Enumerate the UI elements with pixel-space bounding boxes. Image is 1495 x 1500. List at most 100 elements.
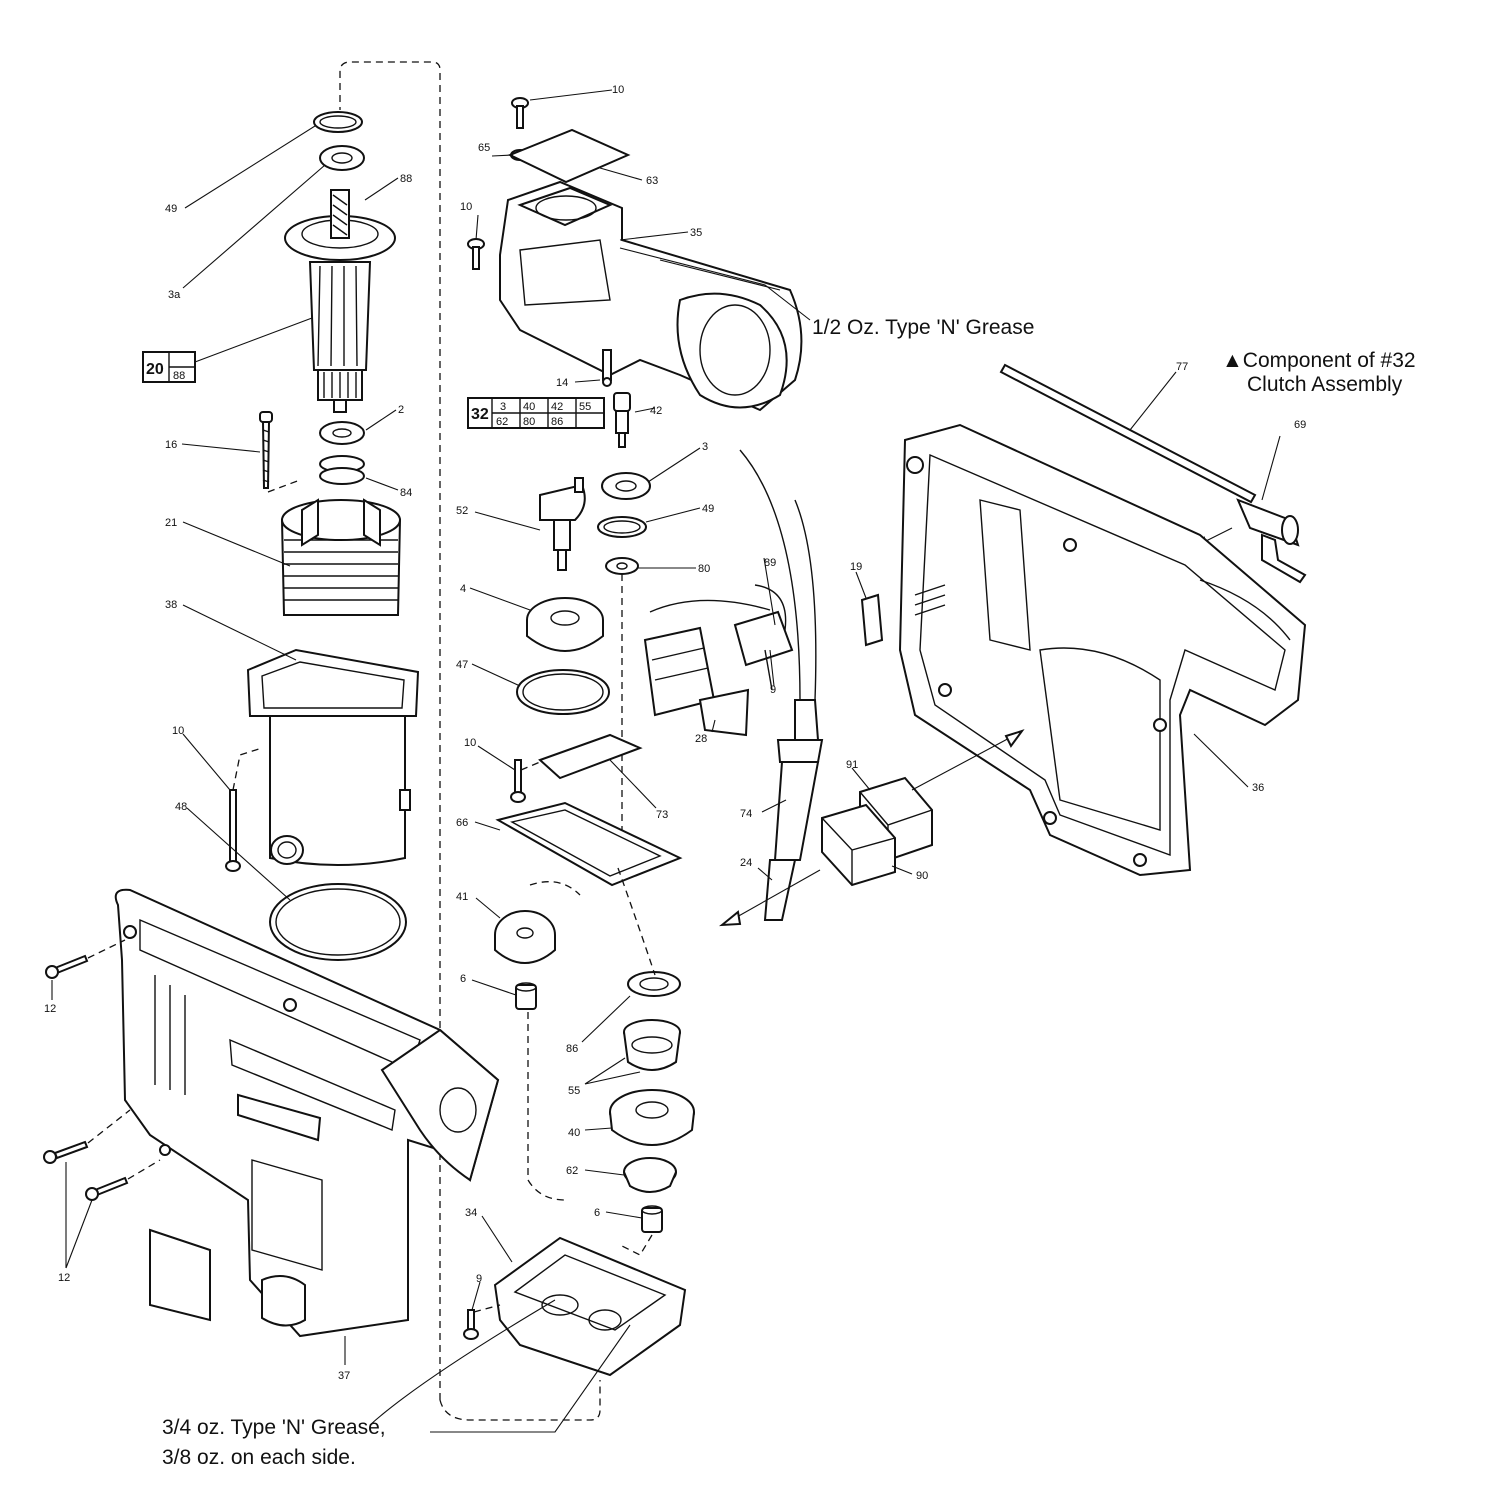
label-62: 62: [566, 1165, 578, 1177]
label-10b: 10: [460, 201, 472, 213]
label-65: 65: [478, 142, 490, 154]
label-36: 36: [1252, 782, 1264, 794]
label-48: 48: [175, 801, 187, 813]
label-47: 47: [456, 659, 468, 671]
note-component-title: ▲Component of #32: [1222, 349, 1416, 372]
label-84: 84: [400, 487, 412, 499]
label-37: 37: [338, 1370, 350, 1382]
part-3-bearing: [601, 472, 651, 500]
note-bottom-grease-1: 3/4 oz. Type 'N' Grease,: [162, 1416, 386, 1439]
label-12a: 12: [44, 1003, 56, 1015]
brush-arrow-in: [911, 734, 1016, 791]
part-34-lower-case: [493, 1236, 687, 1377]
kit-32-r2c1: 62: [496, 416, 508, 428]
label-6b: 6: [594, 1207, 600, 1219]
part-84-spring: [319, 455, 365, 485]
part-47-ring: [516, 669, 610, 715]
part-35-gear-case: [499, 180, 803, 412]
part-80-washer: [605, 557, 639, 575]
part-40-gear: [609, 1089, 695, 1146]
note-bottom-grease-2: 3/8 oz. on each side.: [162, 1446, 356, 1469]
label-9b: 9: [770, 684, 776, 696]
kit-32-r1c4: 55: [579, 401, 591, 413]
part-69-latch: [1236, 498, 1307, 584]
label-49b: 49: [702, 503, 714, 515]
part-10d-screw: [510, 759, 526, 803]
kit-32-r1c3: 42: [551, 401, 563, 413]
part-49b-ring: [597, 516, 647, 538]
part-90-brush: [821, 803, 896, 887]
label-42: 42: [650, 405, 662, 417]
part-2-bearing: [319, 421, 365, 445]
part-21-field: [280, 498, 402, 616]
kit-20-main: 20: [146, 361, 164, 378]
label-55: 55: [568, 1085, 580, 1097]
assembly-boundary-dashed: [339, 61, 441, 1400]
part-36-handle-half: [898, 423, 1307, 877]
part-89-switch: [643, 584, 794, 717]
label-10a: 10: [612, 84, 624, 96]
leader-lines: [51, 89, 1281, 1433]
part-52-crank: [539, 477, 586, 571]
part-14-pin: [602, 349, 612, 387]
part-42-spindle: [613, 392, 631, 448]
brush-arrow-out: [727, 869, 821, 923]
note-component-sub: Clutch Assembly: [1247, 373, 1403, 396]
part-10b-screw: [467, 238, 485, 270]
label-14: 14: [556, 377, 568, 389]
part-55-springs: [623, 1019, 681, 1071]
label-66: 66: [456, 817, 468, 829]
label-12b: 12: [58, 1272, 70, 1284]
label-16: 16: [165, 439, 177, 451]
label-80: 80: [698, 563, 710, 575]
part-12a-screw: [45, 954, 89, 979]
label-63: 63: [646, 175, 658, 187]
kit-32-main: 32: [471, 406, 489, 423]
label-3a: 3a: [168, 289, 181, 301]
kit-box-32: 32 3 40 42 55 62 80 86: [467, 397, 605, 429]
kit-32-r1c1: 3: [500, 401, 506, 413]
part-37-handle-housing: [114, 888, 500, 1338]
label-40: 40: [568, 1127, 580, 1139]
label-49a: 49: [165, 203, 177, 215]
label-74: 74: [740, 808, 752, 820]
kit-32-r2c3: 86: [551, 416, 563, 428]
label-88: 88: [400, 173, 412, 185]
part-10c-screw: [225, 789, 241, 872]
part-3a-bearing: [319, 145, 365, 171]
label-3: 3: [702, 441, 708, 453]
label-10d: 10: [464, 737, 476, 749]
label-91: 91: [846, 759, 858, 771]
label-4: 4: [460, 583, 466, 595]
note-top-grease: 1/2 Oz. Type 'N' Grease: [812, 316, 1034, 339]
label-9a: 9: [476, 1273, 482, 1285]
part-77-rod: [999, 363, 1257, 504]
part-19-terminal: [860, 593, 884, 647]
kit-32-r1c2: 40: [523, 401, 535, 413]
part-38-motor-housing: [246, 648, 420, 866]
label-73: 73: [656, 809, 668, 821]
label-2: 2: [398, 404, 404, 416]
part-73-plate: [538, 733, 643, 780]
part-24-cord: [763, 859, 797, 921]
part-48-gasket: [269, 883, 407, 961]
label-89: 89: [764, 557, 776, 569]
label-86: 86: [566, 1043, 578, 1055]
part-66-gasket: [495, 801, 683, 887]
part-28-trigger: [698, 688, 750, 737]
part-10a-screw: [511, 97, 529, 129]
label-34: 34: [465, 1207, 477, 1219]
part-6b-sleeve: [641, 1205, 663, 1233]
part-20-armature: [308, 261, 372, 413]
part-6a-sleeve: [515, 982, 537, 1010]
label-plate: [149, 1228, 211, 1322]
part-86-washer: [627, 971, 681, 997]
label-77: 77: [1176, 361, 1188, 373]
label-69: 69: [1294, 419, 1306, 431]
part-labels: 10 65 63 10 35 14 49 88 3a 2 16 84 21 38…: [44, 84, 1306, 1382]
label-35: 35: [690, 227, 702, 239]
part-49-ring: [313, 111, 363, 133]
part-74-cord-protector: [739, 449, 824, 861]
